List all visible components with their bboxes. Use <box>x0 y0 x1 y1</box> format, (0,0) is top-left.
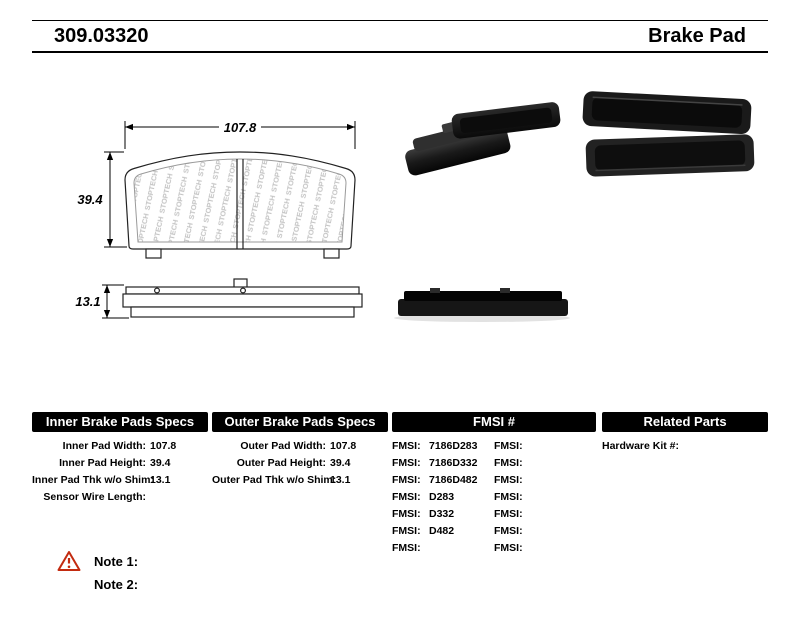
dimension-height: 39.4 <box>77 151 127 248</box>
page-title: Brake Pad <box>648 24 746 47</box>
fmsi-value: 7186D482 <box>429 474 478 486</box>
spec-row: Inner Pad Thk w/o Shim: 13.1 <box>32 472 208 489</box>
spec-row: Outer Pad Thk w/o Shim: 13.1 <box>212 472 388 489</box>
fmsi-label: FMSI: <box>494 508 523 520</box>
fmsi-header: FMSI # <box>392 412 596 432</box>
spec-label: Inner Pad Height: <box>59 457 146 469</box>
dimension-width: 107.8 <box>124 119 356 149</box>
fmsi-label: FMSI: <box>392 542 421 554</box>
spec-value: 107.8 <box>150 440 177 452</box>
fmsi-label: FMSI: <box>494 457 523 469</box>
spec-row: Inner Pad Height: 39.4 <box>32 455 208 472</box>
product-photo-side <box>394 288 570 322</box>
fmsi-value <box>535 489 596 506</box>
fmsi-row: FMSI: D283 FMSI: <box>392 489 596 506</box>
spec-label: Outer Pad Thk w/o Shim: <box>212 474 337 486</box>
fmsi-value <box>429 540 494 557</box>
technical-drawing-and-photos: STOPTECH 107 <box>75 91 755 322</box>
inner-specs-table: Inner Brake Pads Specs Inner Pad Width: … <box>32 412 208 506</box>
fmsi-label: FMSI: <box>494 474 523 486</box>
spec-row: Outer Pad Height: 39.4 <box>212 455 388 472</box>
fmsi-label: FMSI: <box>392 525 421 537</box>
thickness-dim-label: 13.1 <box>75 294 100 309</box>
fmsi-label: FMSI: <box>392 457 421 469</box>
spec-value: 39.4 <box>330 457 351 469</box>
dimension-thickness: 13.1 <box>75 284 129 319</box>
fmsi-row: FMSI: 7186D482 FMSI: <box>392 472 596 489</box>
spec-row: Sensor Wire Length: <box>32 489 208 506</box>
outer-specs-table: Outer Brake Pads Specs Outer Pad Width: … <box>212 412 388 489</box>
fmsi-row: FMSI: D332 FMSI: <box>392 506 596 523</box>
spec-value: 39.4 <box>150 457 171 469</box>
fmsi-label: FMSI: <box>494 491 523 503</box>
fmsi-value: 7186D283 <box>429 440 478 452</box>
fmsi-value: D482 <box>429 525 455 537</box>
fmsi-value <box>535 438 596 455</box>
spec-value: 13.1 <box>330 474 351 486</box>
notes-section: Note 1: Note 2: <box>57 550 297 592</box>
warning-icon <box>57 551 81 571</box>
spec-label: Outer Pad Height: <box>236 457 326 469</box>
related-parts-table: Related Parts Hardware Kit #: <box>602 412 768 455</box>
fmsi-label: FMSI: <box>392 491 421 503</box>
fmsi-value <box>535 523 596 540</box>
header: 309.03320 Brake Pad <box>32 20 768 53</box>
spec-label: Hardware Kit #: <box>602 440 680 452</box>
width-dim-label: 107.8 <box>224 120 257 135</box>
spec-label: Inner Pad Thk w/o Shim: <box>32 474 154 486</box>
product-photo-group <box>405 91 755 177</box>
inner-specs-header: Inner Brake Pads Specs <box>32 412 208 432</box>
fmsi-row: FMSI: 7186D283 FMSI: <box>392 438 596 455</box>
fmsi-label: FMSI: <box>494 542 523 554</box>
fmsi-label: FMSI: <box>392 440 421 452</box>
spec-label: Sensor Wire Length: <box>43 491 146 503</box>
spec-row: Outer Pad Width: 107.8 <box>212 438 388 455</box>
fmsi-value: D332 <box>429 508 455 520</box>
fmsi-value <box>535 506 596 523</box>
fmsi-value <box>535 472 596 489</box>
front-view-drawing <box>124 151 356 259</box>
fmsi-row: FMSI: 7186D332 FMSI: <box>392 455 596 472</box>
fmsi-value <box>535 540 596 557</box>
fmsi-value: D283 <box>429 491 455 503</box>
fmsi-row: FMSI: FMSI: <box>392 540 596 557</box>
spec-value <box>150 489 208 506</box>
fmsi-value: 7186D332 <box>429 457 478 469</box>
spec-value: 107.8 <box>330 440 357 452</box>
fmsi-value <box>535 455 596 472</box>
fmsi-table: FMSI # FMSI: 7186D283 FMSI: FMSI: 7186D3… <box>392 412 596 557</box>
spec-label: Inner Pad Width: <box>62 440 146 452</box>
related-parts-header: Related Parts <box>602 412 768 432</box>
side-view-drawing <box>122 278 363 318</box>
part-number: 309.03320 <box>54 24 149 47</box>
spec-row: Hardware Kit #: <box>602 438 768 455</box>
fmsi-label: FMSI: <box>494 440 523 452</box>
height-dim-label: 39.4 <box>77 192 103 207</box>
note-1: Note 1: <box>94 553 139 569</box>
outer-specs-header: Outer Brake Pads Specs <box>212 412 388 432</box>
spec-value: 13.1 <box>150 474 171 486</box>
fmsi-row: FMSI: D482 FMSI: <box>392 523 596 540</box>
note-2: Note 2: <box>94 577 139 592</box>
fmsi-label: FMSI: <box>392 508 421 520</box>
spec-row: Inner Pad Width: 107.8 <box>32 438 208 455</box>
spec-label: Outer Pad Width: <box>240 440 326 452</box>
fmsi-label: FMSI: <box>392 474 421 486</box>
fmsi-label: FMSI: <box>494 525 523 537</box>
